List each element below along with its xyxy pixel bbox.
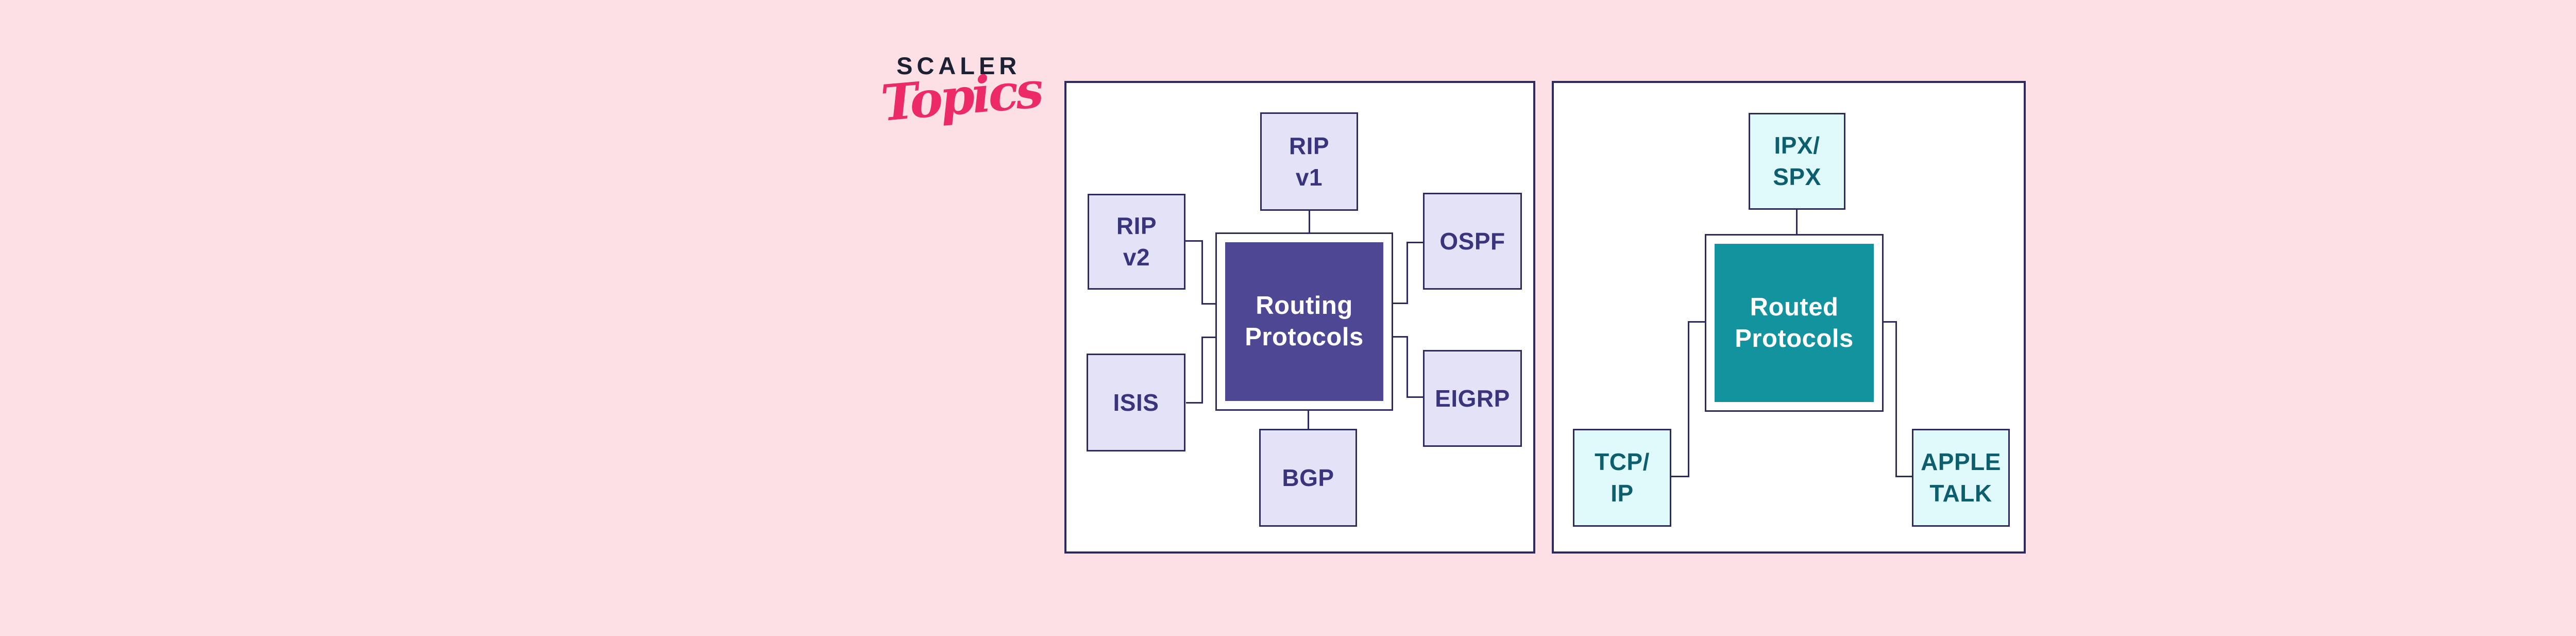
node-label: IPX/	[1774, 132, 1820, 159]
logo-script-text: Topics	[878, 60, 1043, 132]
wire-eigrp-center	[1392, 336, 1408, 338]
node-apple-talk: APPLE TALK	[1912, 429, 2010, 527]
wire-ospf-center	[1392, 303, 1408, 304]
node-label: SPX	[1773, 163, 1821, 190]
node-label: BGP	[1282, 464, 1334, 491]
wire-ospf-center	[1407, 242, 1423, 243]
node-label: v1	[1295, 163, 1323, 191]
wire-isis-center	[1201, 337, 1216, 338]
node-rip-v1: RIP v1	[1260, 112, 1358, 211]
wire-tcp-ip-center	[1688, 321, 1705, 323]
scaler-topics-logo: SCALER Topics	[876, 47, 1043, 156]
node-label: EIGRP	[1435, 384, 1510, 412]
center-label-line: Protocols	[1245, 323, 1364, 351]
node-eigrp: EIGRP	[1423, 350, 1522, 447]
routed-protocols-label: Routed Protocols	[1715, 244, 1874, 402]
node-label: OSPF	[1439, 227, 1505, 255]
wire-rip-v1-center	[1309, 211, 1310, 233]
node-label: v2	[1123, 244, 1150, 271]
routed-protocols-panel: IPX/ SPX TCP/ IP APPLE TALK Routed Proto…	[1552, 81, 2026, 554]
wire-tcp-ip-center	[1688, 321, 1689, 477]
node-ospf: OSPF	[1423, 193, 1522, 290]
wire-apple-talk-center	[1895, 321, 1897, 477]
routed-protocols-center-box: Routed Protocols	[1705, 234, 1884, 412]
routing-protocols-label: Routing Protocols	[1225, 242, 1383, 401]
wire-eigrp-center	[1407, 396, 1423, 398]
routing-protocols-panel: RIP v1 RIP v2 OSPF ISIS EIGRP BGP Routin…	[1064, 81, 1535, 554]
node-label: TCP/	[1595, 448, 1650, 475]
logo-brand-text: SCALER	[896, 52, 1021, 79]
node-rip-v2: RIP v2	[1088, 194, 1185, 290]
wire-eigrp-center	[1406, 336, 1408, 398]
wire-rip-v2-center	[1185, 240, 1202, 242]
wire-apple-talk-center	[1883, 321, 1897, 323]
wire-rip-v2-center	[1201, 303, 1216, 305]
node-label: RIP	[1116, 212, 1157, 239]
wire-ospf-center	[1406, 242, 1408, 304]
node-tcp-ip: TCP/ IP	[1573, 429, 1671, 527]
node-label: IP	[1611, 480, 1634, 507]
node-ipx-spx: IPX/ SPX	[1749, 113, 1845, 210]
wire-ipx-spx-center	[1796, 210, 1798, 235]
center-label-line: Routing	[1256, 292, 1353, 320]
node-label: ISIS	[1113, 389, 1159, 416]
wire-apple-talk-center	[1895, 476, 1912, 477]
wire-rip-v2-center	[1201, 240, 1203, 305]
node-bgp: BGP	[1259, 429, 1357, 527]
wire-isis-center	[1201, 337, 1203, 404]
node-label: APPLE	[1921, 448, 2001, 475]
node-isis: ISIS	[1087, 354, 1185, 451]
wire-isis-center	[1186, 402, 1202, 404]
node-label: TALK	[1929, 480, 1992, 507]
wire-tcp-ip-center	[1671, 476, 1689, 477]
wire-bgp-center	[1308, 411, 1309, 429]
center-label-line: Routed	[1750, 293, 1839, 321]
node-label: RIP	[1289, 132, 1330, 159]
routing-protocols-center-box: Routing Protocols	[1215, 232, 1393, 411]
center-label-line: Protocols	[1735, 324, 1854, 353]
